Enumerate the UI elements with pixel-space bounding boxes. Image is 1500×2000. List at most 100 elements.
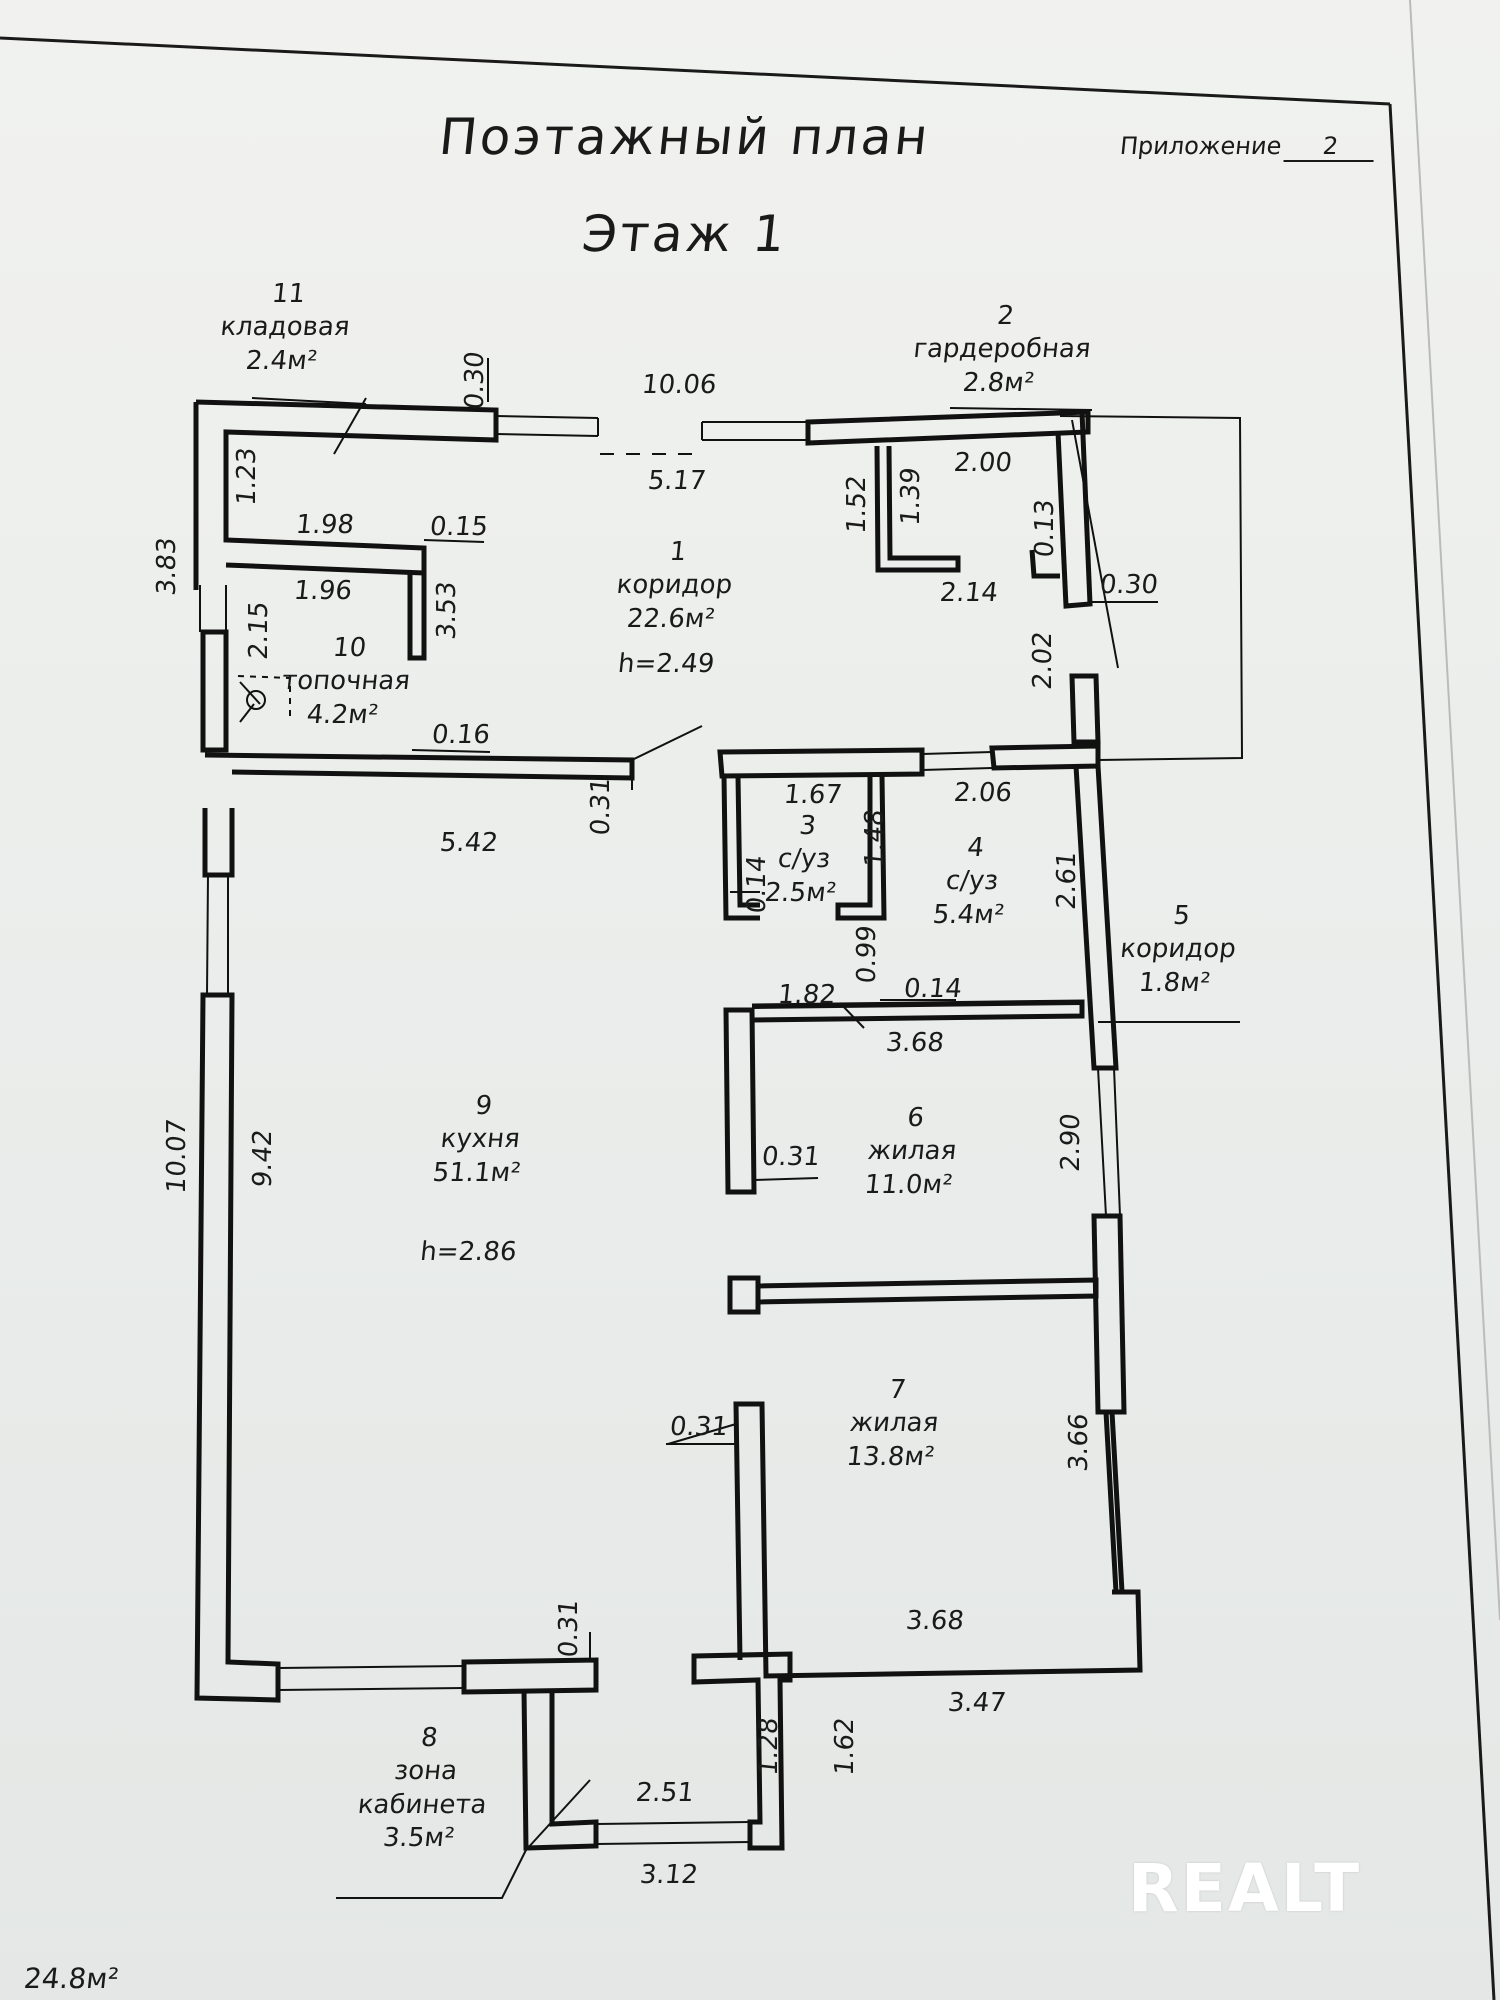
dim-2-15: 2.15 [244,599,274,661]
floor-title: Этаж 1 [579,205,791,263]
dim-2-02: 2.02 [1028,629,1058,691]
room-number: 11 [270,279,307,309]
room-1: 1 коридор 22.6м² h=2.49 [607,536,738,681]
room-number: 7 [887,1375,908,1405]
wall-east-bottom [733,1401,1143,1679]
room-number: 8 [419,1723,440,1753]
room-7: 7 жилая 13.8м² [844,1374,943,1474]
leader-031b [753,1177,819,1181]
room-6: 6 жилая 11.0м² [862,1102,961,1202]
wall-room6-south [727,1275,761,1315]
room-2: 2 гардеробная 2.8м² [908,300,1096,400]
realt-watermark-logo: REALT [1128,1850,1362,1927]
dim-0-30-right: 0.30 [1098,570,1160,600]
room-number: 4 [965,833,986,863]
room-number: 2 [995,301,1016,331]
dim-1-67: 1.67 [782,780,844,810]
wall-bath3-b [735,775,760,908]
wall-west-upper [200,629,229,753]
dim-1-28: 1.28 [754,1715,784,1777]
room-name: коридор [615,570,734,601]
room-name: кладовая [218,312,352,343]
wall-south [461,1657,599,1695]
corner-area-note: 24.8м² [22,1962,121,1995]
boiler-dashed [237,675,291,718]
leader-016 [411,749,491,753]
dim-1-62: 1.62 [830,1715,860,1777]
dim-3-68-b: 3.68 [904,1606,966,1636]
appendix-text: Приложение [1118,132,1283,160]
dim-1-48: 1.48 [860,807,890,869]
wall-bath3-right [835,775,887,921]
dim-0-31-a: 0.31 [586,775,616,837]
window-north-right [701,421,808,441]
room-number: 6 [905,1103,926,1133]
dim-10-07: 10.07 [162,1117,192,1195]
boiler-circle [246,690,266,710]
wall-wardrobe-inner [874,445,961,573]
dim-2-14: 2.14 [938,578,1000,608]
dim-0-31-d: 0.31 [554,1597,584,1659]
wall-boiler-top [225,562,425,576]
wall-cabinet-west [521,1689,599,1851]
dim-3-53: 3.53 [432,579,462,641]
room-8: 8 зона кабинета 3.5м² [353,1722,496,1855]
dim-1-82: 1.82 [776,980,838,1010]
wall-stub-013 [1029,549,1060,579]
dim-0-15: 0.15 [428,512,490,542]
room-area: 2.5м² [763,877,838,908]
wall-east-window [1103,1411,1125,1595]
window-room6-divider [753,1003,1083,1009]
room-area: 4.2м² [305,699,380,730]
leader-wardrobe [949,407,1093,411]
wall-east-corridor [1073,765,1119,1071]
room-name: топочная [280,666,412,697]
dim-1-39: 1.39 [896,465,926,527]
dim-1-23: 1.23 [232,445,262,507]
room-name: с/уз [944,866,1000,897]
dim-0-30-top: 0.30 [460,349,490,411]
dim-1-96: 1.96 [292,576,354,606]
wall-bath-top-right [989,743,1101,771]
wall-wardrobe-top [805,409,1091,446]
wall-bath3 [721,775,760,921]
sheet-border-right [1388,103,1496,2000]
room-name: жилая [848,1408,940,1439]
dim-1-98: 1.98 [294,510,356,540]
dim-0-14-a: 0.14 [742,853,772,915]
dim-5-42: 5.42 [438,828,500,858]
window-south-cabinet [595,1821,751,1845]
dim-0-31-c: 0.31 [668,1412,730,1442]
dim-10-06: 10.06 [640,370,719,400]
wall-wardrobe-right [1055,411,1093,609]
room-area: 1.8м² [1137,967,1212,998]
room-name: коридор [1118,934,1238,965]
windows [199,415,1121,1845]
room-height: h=2.86 [418,1236,519,1267]
room-area: 51.1м² [431,1157,523,1188]
room-area: 3.5м² [381,1822,457,1853]
wall-room6-south2 [757,1277,1099,1305]
appendix-number: 2 [1283,132,1377,162]
leader-015 [423,539,485,543]
wall-cabinet-east [691,1651,793,1851]
window-north-left [495,415,599,437]
dim-3-66: 3.66 [1064,1411,1094,1473]
window-west-small [199,585,227,632]
dim-3-68-a: 3.68 [884,1028,946,1058]
room-number: 5 [1171,901,1192,931]
dim-0-14-b: 0.14 [902,974,964,1004]
wall-west-long [194,992,281,1703]
dim-2-51: 2.51 [634,1778,696,1808]
room-3: 3 с/уз 2.5м² [763,810,845,910]
room-area: 13.8м² [845,1441,937,1472]
room-area: 5.4м² [931,899,1006,930]
leader-pantry [251,397,367,405]
leader-cabinet [336,1849,527,1899]
room-number: 1 [668,537,688,567]
room-area: 22.6м² [625,603,717,634]
wall-boiler-right [407,573,427,661]
room-name-line1: зона [392,1756,459,1787]
dim-2-00: 2.00 [952,448,1014,478]
